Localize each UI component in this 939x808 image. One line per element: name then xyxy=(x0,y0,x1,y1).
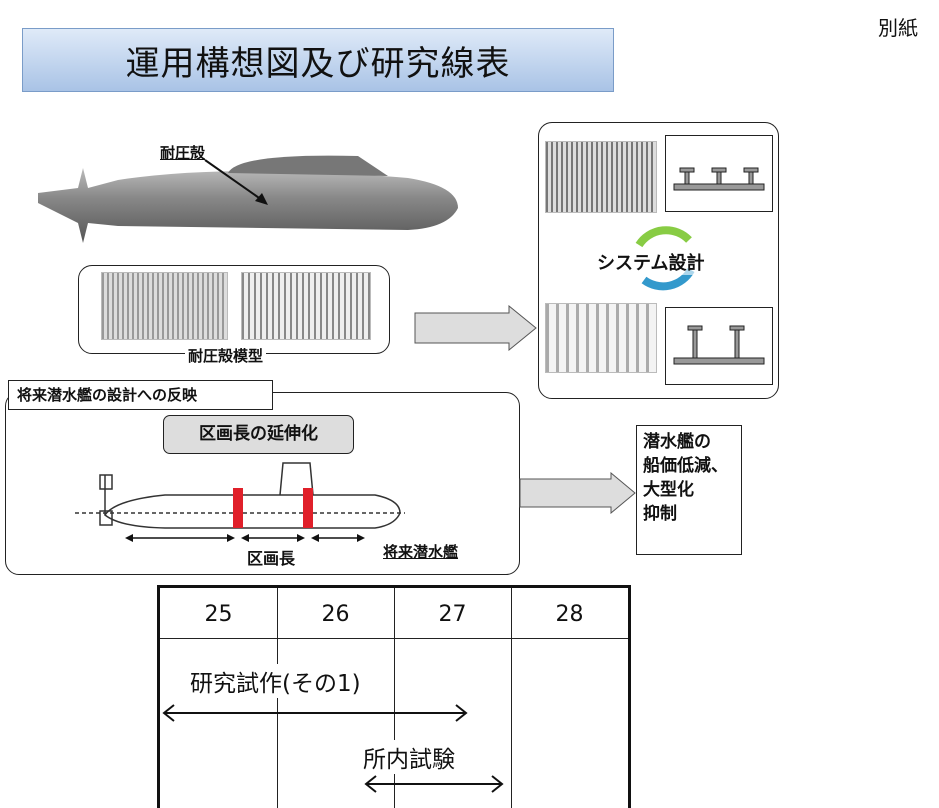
task-label: 所内試験 xyxy=(363,740,455,774)
result-arrow xyxy=(519,472,636,514)
year-header: 28 xyxy=(555,602,584,627)
hull-model-label: 耐圧殻模型 xyxy=(185,345,267,366)
hull-model-cutaway-image xyxy=(241,272,371,340)
extension-label: 区画長の延伸化 xyxy=(163,415,354,454)
stiffener-panel-1 xyxy=(665,135,773,212)
attachment-label: 別紙 xyxy=(878,16,918,40)
right-arrow xyxy=(414,305,537,351)
hull-model-box xyxy=(78,265,390,354)
future-submarine-drawing xyxy=(75,462,405,542)
pointer-arrow xyxy=(204,159,268,205)
pressure-hull-label: 耐圧殻 xyxy=(160,144,206,162)
section-length-label: 区画長 xyxy=(247,549,296,568)
hull-model-image xyxy=(101,272,228,340)
result-line: 抑制 xyxy=(643,504,677,524)
task-bar xyxy=(364,775,504,793)
pipe-image xyxy=(545,141,657,213)
result-line: 潜水艦の xyxy=(643,432,711,452)
page-title: 運用構想図及び研究線表 xyxy=(22,28,614,92)
stiffener-panel-2 xyxy=(665,307,773,385)
system-design-label: システム設計 xyxy=(597,249,705,275)
submarine-hull-image xyxy=(38,155,458,243)
schedule-table: 25 26 27 28 研究試作(その1) 所内試験 xyxy=(157,585,631,808)
system-design-box: システム設計 xyxy=(538,122,779,399)
result-line: 大型化 xyxy=(643,480,694,500)
year-header: 27 xyxy=(438,602,467,627)
year-header: 25 xyxy=(204,602,233,627)
task-label: 研究試作(その1) xyxy=(190,664,361,698)
task-bar xyxy=(162,704,468,722)
result-box: 潜水艦の 船価低減、 大型化 抑制 xyxy=(636,425,742,555)
pipe-image-2 xyxy=(545,303,657,373)
result-line: 船価低減、 xyxy=(643,456,728,476)
reflection-label: 将来潜水艦の設計への反映 xyxy=(8,380,273,410)
year-header: 26 xyxy=(321,602,350,627)
future-sub-label: 将来潜水艦 xyxy=(383,543,459,561)
